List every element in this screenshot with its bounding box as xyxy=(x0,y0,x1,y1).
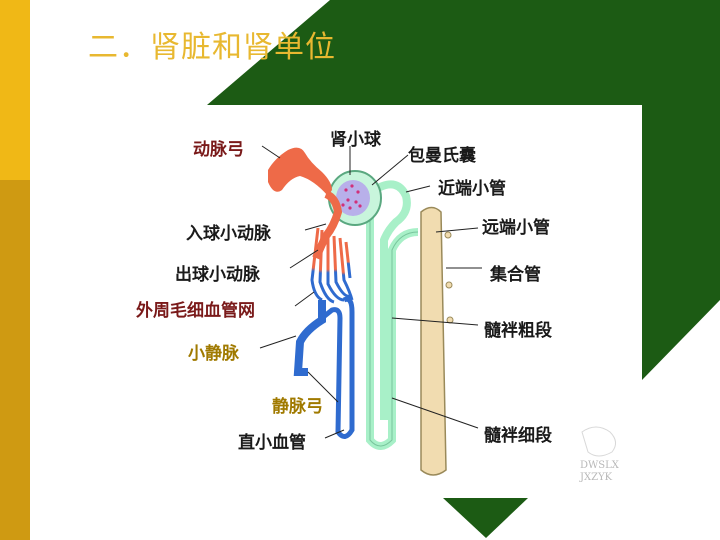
label-glomerulus: 肾小球 xyxy=(330,130,381,150)
label-efferent-arteriole: 出球小动脉 xyxy=(175,265,260,285)
green-right-shape xyxy=(642,105,720,380)
arcuate-artery xyxy=(268,147,332,196)
label-bowman-capsule: 包曼氏囊 xyxy=(408,146,476,166)
label-arcuate-vein: 静脉弓 xyxy=(272,397,323,417)
watermark-line-1: DWSLX xyxy=(580,460,619,471)
left-accent-bar-bottom xyxy=(0,180,30,540)
proximal-tubule xyxy=(376,180,411,420)
watermark-emblem xyxy=(581,426,616,457)
label-small-vein: 小静脉 xyxy=(188,344,239,364)
peritubular-capillary-network xyxy=(310,227,354,304)
label-arcuate-artery: 动脉弓 xyxy=(193,140,244,160)
label-collecting-duct: 集合管 xyxy=(490,265,541,285)
small-vein xyxy=(293,300,326,376)
watermark: DWSLX JXZYK xyxy=(580,460,619,484)
collecting-duct xyxy=(420,206,447,476)
glomerulus xyxy=(336,180,370,216)
label-thick-segment: 髓袢粗段 xyxy=(484,321,552,341)
watermark-line-2: JXZYK xyxy=(580,472,613,483)
label-distal-tubule: 远端小管 xyxy=(482,218,550,238)
label-vasa-recta: 直小血管 xyxy=(238,433,306,453)
label-peritubular-capillary: 外周毛细血管网 xyxy=(136,301,255,321)
label-thin-segment: 髓袢细段 xyxy=(484,426,552,446)
green-bottom-triangle xyxy=(443,498,528,538)
vasa-recta xyxy=(320,296,355,439)
nephron-diagram xyxy=(259,145,616,476)
slide-title: 二．肾脏和肾单位 xyxy=(88,30,336,65)
label-proximal-tubule: 近端小管 xyxy=(438,179,506,199)
left-accent-bar-top xyxy=(0,0,30,180)
green-top-shape xyxy=(207,0,720,105)
loop-of-henle xyxy=(366,215,419,450)
label-afferent-arteriole: 入球小动脉 xyxy=(186,224,271,244)
